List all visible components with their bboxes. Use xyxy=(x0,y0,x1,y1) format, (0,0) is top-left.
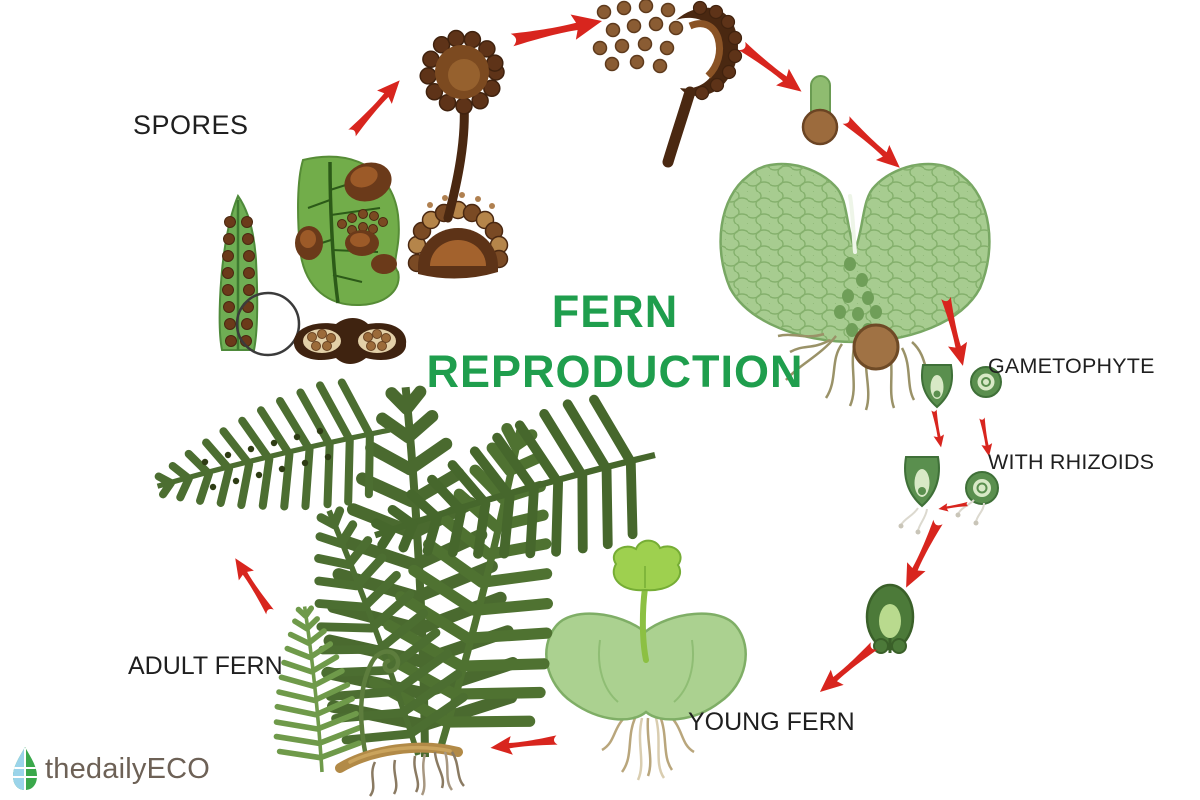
germinating-spore-illustration xyxy=(801,75,839,146)
spore-ball-icon xyxy=(852,323,900,371)
arrow-release-to-germination xyxy=(735,37,808,100)
frond-tip-with-sori-icon xyxy=(218,193,301,357)
arrow-adult-fern-to-sori xyxy=(227,553,278,617)
frond-with-sori-illustration xyxy=(143,372,404,544)
label-spores: SPORES xyxy=(133,110,249,140)
magnifier-circle-icon xyxy=(235,291,301,357)
young-fern-illustration xyxy=(545,539,747,781)
adult-fern-illustration xyxy=(263,382,675,797)
gametophyte-illustration xyxy=(719,162,991,411)
logo-text-suffix: ECO xyxy=(146,752,211,785)
sori-dots-icon xyxy=(201,427,332,491)
young-fern-roots-icon xyxy=(601,713,695,781)
mature-archegonium-icon xyxy=(898,456,941,535)
sporangium-illustration xyxy=(419,29,505,223)
arrow-embryo-to-young-fern xyxy=(813,638,881,700)
sori-details-illustration xyxy=(218,155,509,364)
first-frond-icon xyxy=(612,539,682,592)
logo-text: thedailyECO xyxy=(45,753,210,786)
arrow-young-to-adult-fern xyxy=(489,730,559,758)
embryo-illustration xyxy=(865,583,915,654)
label-gametophyte: GAMETOPHYTE WITH RHIZOIDS xyxy=(988,286,1155,510)
diagram-title: FERN REPRODUCTION xyxy=(380,282,850,402)
label-gametophyte-line1: GAMETOPHYTE xyxy=(988,354,1155,378)
archegonium-icon xyxy=(920,364,954,409)
label-gametophyte-line2: WITH RHIZOIDS xyxy=(988,450,1155,474)
antheridium-icon xyxy=(970,366,1002,398)
spore-cloud-icon xyxy=(592,0,684,74)
spore-release-illustration xyxy=(592,0,743,168)
rhizome-icon xyxy=(335,742,463,773)
mature-antheridium-icon xyxy=(955,471,999,526)
sperm-icon xyxy=(900,507,928,532)
arrow-germination-to-gametophyte xyxy=(839,112,907,176)
thedailyeco-logo: thedailyECO xyxy=(12,746,210,792)
arrow-to-embryo xyxy=(896,517,948,593)
label-adult-fern: ADULT FERN xyxy=(128,652,283,680)
young-fern-stalk-icon xyxy=(639,585,649,663)
leaf-icon xyxy=(13,747,37,790)
arrow-sori-to-sporangium xyxy=(344,73,408,140)
title-line-2: REPRODUCTION xyxy=(426,346,804,397)
adult-fern-roots-icon xyxy=(368,751,465,797)
arrow-archegonium-matures xyxy=(928,409,947,449)
leaf-with-sori-icon xyxy=(295,155,400,307)
label-young-fern: YOUNG FERN xyxy=(688,708,855,736)
fiddlehead-icon xyxy=(358,649,401,760)
title-line-1: FERN xyxy=(551,286,679,337)
sorus-closeup-icon xyxy=(407,192,509,279)
sporangium-cross-section-icon xyxy=(293,318,407,364)
arrow-sporangium-to-release xyxy=(509,8,605,53)
sperm-icon xyxy=(957,499,985,523)
logo-text-prefix: thedaily xyxy=(45,752,147,785)
